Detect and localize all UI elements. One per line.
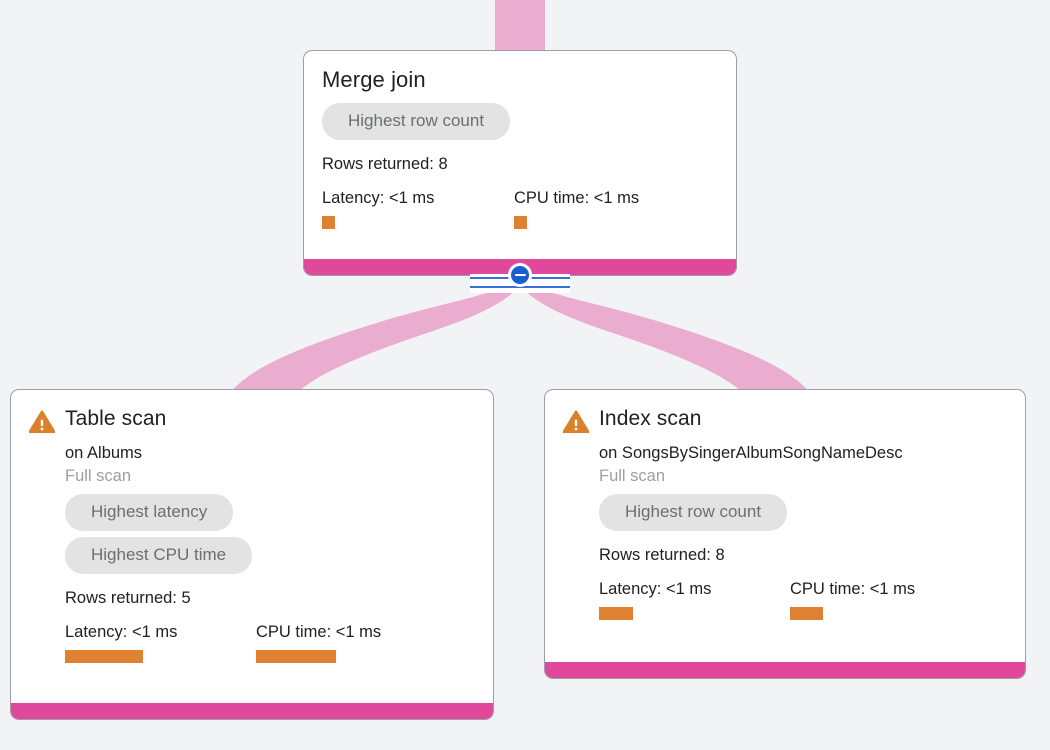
node-header-text: Table scan on Albums Full scan Highest l… xyxy=(65,406,475,663)
chip-highest-latency[interactable]: Highest latency xyxy=(65,494,234,531)
metric-latency-label: Latency: <1 ms xyxy=(322,189,435,207)
collapse-edges-control[interactable] xyxy=(470,263,570,293)
node-title: Table scan xyxy=(65,407,167,430)
node-title: Merge join xyxy=(322,67,426,92)
warning-triangle-icon xyxy=(29,410,55,433)
node-body: Merge join Highest row count Rows return… xyxy=(304,51,736,275)
metric-cpu-time: CPU time: <1 ms xyxy=(256,622,381,663)
rows-returned: Rows returned: 8 xyxy=(599,546,725,564)
node-body: Index scan on SongsBySingerAlbumSongName… xyxy=(545,390,1025,678)
chip-highest-row-count[interactable]: Highest row count xyxy=(599,494,788,531)
edge-merge-join-to-table-scan xyxy=(231,286,516,392)
metric-latency-bar xyxy=(599,607,633,620)
metric-cpu-time-bar xyxy=(790,607,823,620)
node-header: Index scan on SongsBySingerAlbumSongName… xyxy=(563,406,1007,620)
node-body: Table scan on Albums Full scan Highest l… xyxy=(11,390,493,719)
node-scan-type: Full scan xyxy=(65,467,132,485)
metric-cpu-time: CPU time: <1 ms xyxy=(790,579,915,620)
metric-latency-bar xyxy=(322,216,335,229)
node-header-text: Index scan on SongsBySingerAlbumSongName… xyxy=(599,406,1007,620)
node-chips: Highest row count xyxy=(599,494,1007,537)
edge-merge-join-to-index-scan xyxy=(524,286,809,392)
node-status-bar xyxy=(11,703,493,719)
collapse-toggle-button[interactable] xyxy=(508,263,532,287)
minus-icon xyxy=(514,273,526,277)
node-header: Merge join xyxy=(322,67,718,93)
plan-node-merge-join[interactable]: Merge join Highest row count Rows return… xyxy=(303,50,737,276)
metric-cpu-time-label: CPU time: <1 ms xyxy=(790,580,916,598)
chip-highest-cpu-time[interactable]: Highest CPU time xyxy=(65,537,253,574)
plan-node-index-scan[interactable]: Index scan on SongsBySingerAlbumSongName… xyxy=(544,389,1026,679)
metric-latency: Latency: <1 ms xyxy=(322,188,514,229)
node-metrics: Latency: <1 ms CPU time: <1 ms xyxy=(322,188,718,229)
node-title: Index scan xyxy=(599,407,702,430)
node-subtitle: on SongsBySingerAlbumSongNameDesc xyxy=(599,444,903,462)
node-scan-type: Full scan xyxy=(599,467,666,485)
rows-returned: Rows returned: 8 xyxy=(322,155,448,173)
metric-latency: Latency: <1 ms xyxy=(599,579,790,620)
metric-cpu-time-bar xyxy=(514,216,527,229)
metric-cpu-time: CPU time: <1 ms xyxy=(514,188,639,229)
edge-incoming-merge-join xyxy=(495,0,545,52)
plan-node-table-scan[interactable]: Table scan on Albums Full scan Highest l… xyxy=(10,389,494,720)
node-header-text: Merge join xyxy=(322,67,718,93)
node-chips: Highest row count xyxy=(322,103,718,146)
node-metrics: Latency: <1 ms CPU time: <1 ms xyxy=(599,579,1007,620)
chip-highest-row-count[interactable]: Highest row count xyxy=(322,103,511,140)
metric-cpu-time-label: CPU time: <1 ms xyxy=(256,623,382,641)
node-chips: Highest latency Highest CPU time xyxy=(65,494,475,580)
node-subtitle: on Albums xyxy=(65,444,143,462)
metric-latency-label: Latency: <1 ms xyxy=(65,623,178,641)
node-header: Table scan on Albums Full scan Highest l… xyxy=(29,406,475,663)
node-metrics: Latency: <1 ms CPU time: <1 ms xyxy=(65,622,475,663)
metric-latency: Latency: <1 ms xyxy=(65,622,256,663)
warning-triangle-icon xyxy=(563,410,589,433)
metric-cpu-time-bar xyxy=(256,650,336,663)
node-status-bar xyxy=(545,662,1025,678)
metric-latency-label: Latency: <1 ms xyxy=(599,580,712,598)
metric-latency-bar xyxy=(65,650,143,663)
metric-cpu-time-label: CPU time: <1 ms xyxy=(514,189,640,207)
rows-returned: Rows returned: 5 xyxy=(65,589,191,607)
